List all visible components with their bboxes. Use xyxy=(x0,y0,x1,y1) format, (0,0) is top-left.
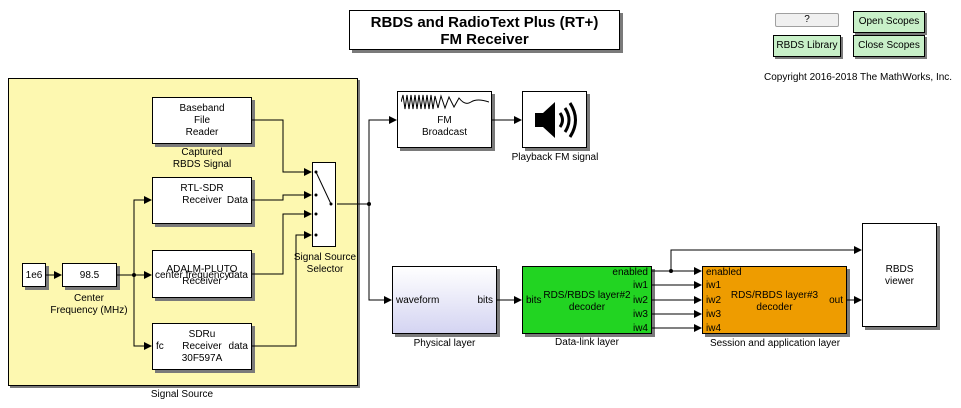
datalink-iw3-port: iw3 xyxy=(632,309,648,320)
rbds-viewer-block[interactable]: RBDS viewer xyxy=(862,223,937,327)
constant-1e6-text: 1e6 xyxy=(25,270,43,281)
signal-source-selector[interactable] xyxy=(312,162,337,247)
datalink-layer-block[interactable]: RDS/RBDS layer#2 decoder bits enabled iw… xyxy=(522,266,652,334)
session-layer-block[interactable]: RDS/RBDS layer#3 decoder enabled iw1 iw2… xyxy=(702,266,847,334)
rtl-sdr-receiver-block[interactable]: RTL-SDR Receiver Data xyxy=(152,177,252,224)
session-iw2-port: iw2 xyxy=(706,295,722,306)
signal-source-label: Signal Source xyxy=(150,389,214,400)
session-iw4-port: iw4 xyxy=(706,323,722,334)
adalm-pluto-receiver-block[interactable]: ADALM-PLUTO Receiver center frequency da… xyxy=(152,250,252,298)
model-title-line1: RBDS and RadioText Plus (RT+) xyxy=(370,14,599,31)
selector-switch-icon xyxy=(312,162,336,247)
sdru-fc-port: fc xyxy=(156,341,164,352)
fm-broadcast-block[interactable]: FM Broadcast xyxy=(397,91,492,148)
session-decoder-text: RDS/RBDS layer#3 decoder xyxy=(730,290,819,313)
rtl-sdr-receiver-text: RTL-SDR Receiver xyxy=(180,183,224,206)
open-scopes-button[interactable]: Open Scopes xyxy=(853,11,925,33)
center-frequency-value: 98.5 xyxy=(79,270,100,281)
model-title-line2: FM Receiver xyxy=(440,31,529,48)
close-scopes-button[interactable]: Close Scopes xyxy=(853,35,925,57)
pluto-data-port: data xyxy=(228,270,248,281)
waveform-icon xyxy=(401,94,489,110)
session-out-port: out xyxy=(829,295,843,306)
center-frequency-block[interactable]: 98.5 xyxy=(62,263,117,287)
rtl-sdr-data-port: Data xyxy=(226,195,248,206)
signal-source-selector-label: Signal Source Selector xyxy=(293,252,357,275)
datalink-iw2-port: iw2 xyxy=(632,295,648,306)
physical-waveform-port: waveform xyxy=(396,295,440,306)
baseband-file-reader-text: Baseband File Reader xyxy=(179,103,225,138)
session-enabled-port: enabled xyxy=(706,267,742,278)
model-title-block: RBDS and RadioText Plus (RT+) FM Receive… xyxy=(349,10,620,50)
physical-layer-block[interactable]: waveform bits xyxy=(392,266,497,334)
datalink-iw1-port: iw1 xyxy=(632,280,648,291)
datalink-bits-port: bits xyxy=(526,295,542,306)
datalink-enabled-port: enabled xyxy=(612,267,648,278)
session-iw3-port: iw3 xyxy=(706,309,722,320)
constant-1e6-block[interactable]: 1e6 xyxy=(22,263,46,287)
datalink-layer-label: Data-link layer xyxy=(555,337,619,348)
help-button[interactable]: ? xyxy=(775,13,839,27)
playback-fm-label: Playback FM signal xyxy=(511,152,599,163)
pluto-center-frequency-port: center frequency xyxy=(155,270,230,281)
center-frequency-label: Center Frequency (MHz) xyxy=(50,293,128,316)
datalink-decoder-text: RDS/RBDS layer#2 decoder xyxy=(543,290,631,313)
adalm-pluto-receiver-text: ADALM-PLUTO Receiver xyxy=(166,264,238,287)
session-iw1-port: iw1 xyxy=(706,280,722,291)
sdru-data-port: data xyxy=(228,341,248,352)
session-layer-label: Session and application layer xyxy=(709,338,841,349)
fm-broadcast-text: FM Broadcast xyxy=(421,115,468,138)
copyright-text: Copyright 2016-2018 The MathWorks, Inc. xyxy=(764,72,953,83)
baseband-file-reader-block[interactable]: Baseband File Reader xyxy=(152,97,252,144)
playback-fm-block[interactable] xyxy=(522,91,587,148)
captured-rbds-label: Captured RBDS Signal xyxy=(172,147,232,170)
rbds-viewer-text: RBDS viewer xyxy=(885,264,914,287)
rbds-library-button[interactable]: RBDS Library xyxy=(773,35,841,57)
physical-bits-port: bits xyxy=(477,295,493,306)
speaker-icon xyxy=(535,102,577,138)
sdru-receiver-text: SDRu Receiver 30F597A xyxy=(181,329,223,364)
physical-layer-label: Physical layer xyxy=(413,338,476,349)
datalink-iw4-port: iw4 xyxy=(632,323,648,334)
sdru-receiver-block[interactable]: SDRu Receiver 30F597A fc data xyxy=(152,323,252,370)
